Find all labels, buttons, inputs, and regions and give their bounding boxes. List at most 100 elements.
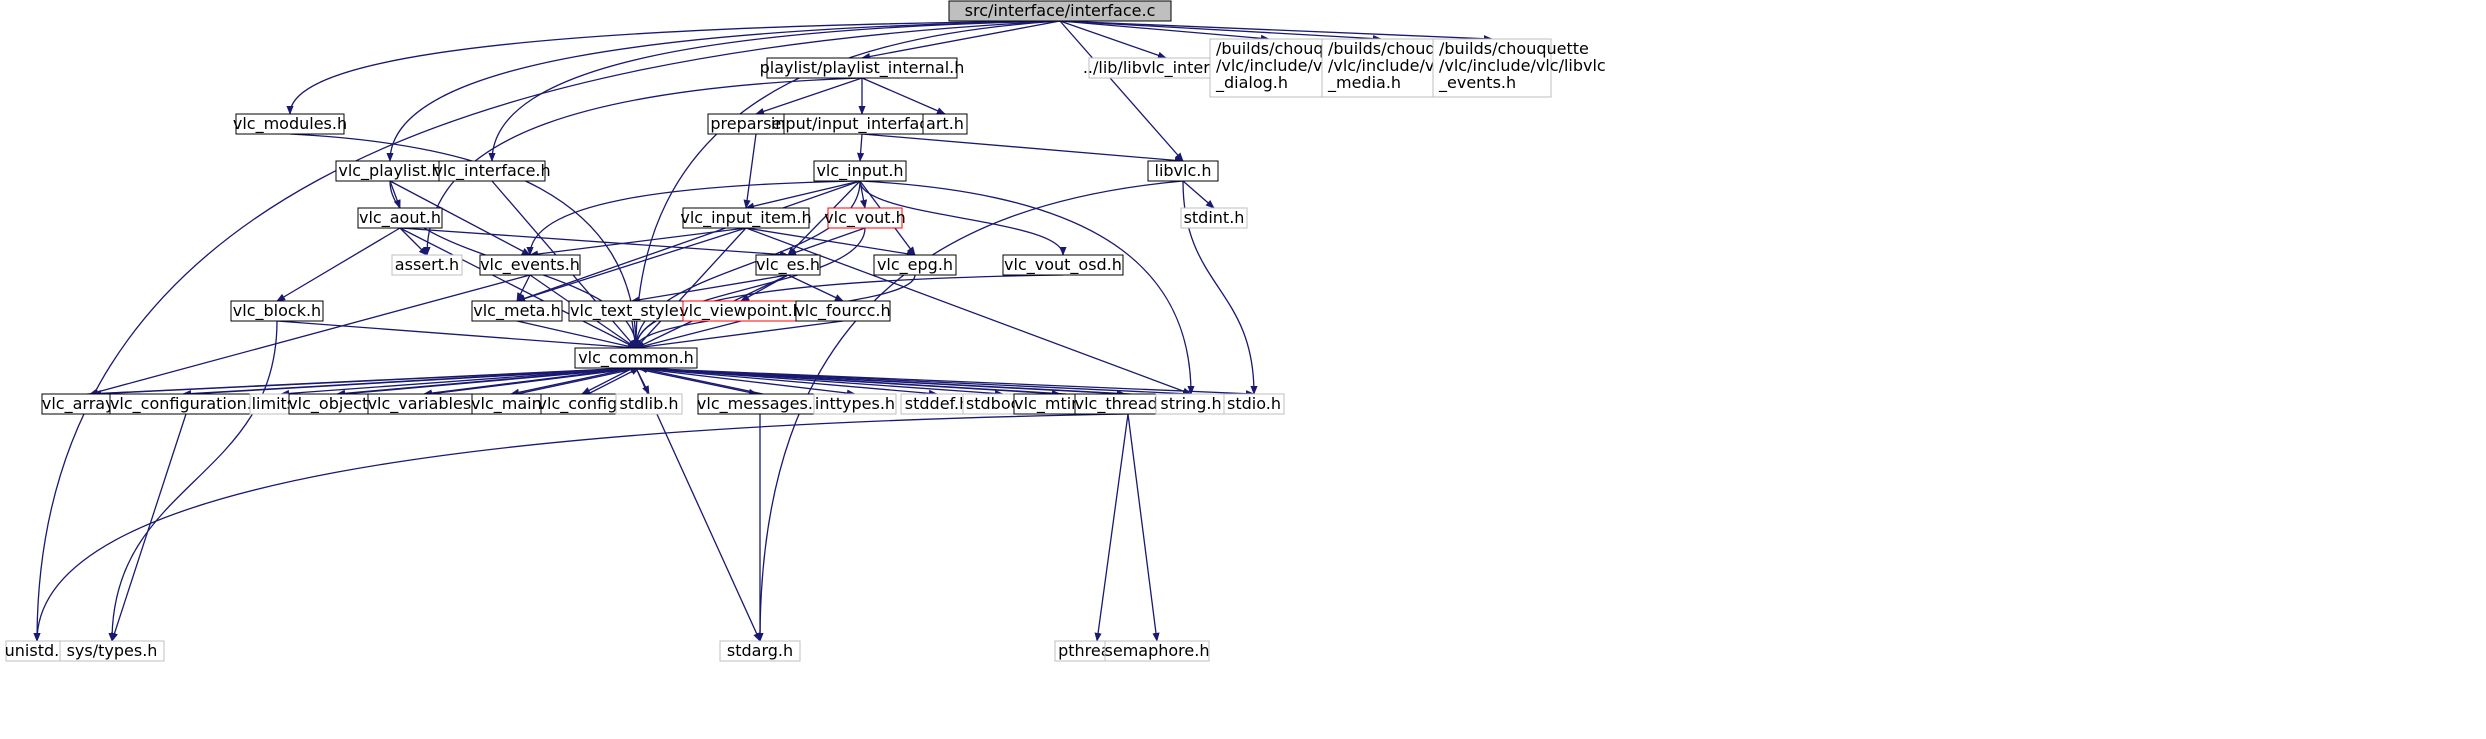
node-box	[391, 254, 463, 276]
edge-playlist-internal-to-preparser	[755, 77, 863, 115]
node-assert: assert.h	[391, 254, 463, 276]
node-label: vlc_configuration.h	[110, 394, 262, 414]
edge-vlc-input-item-to-vlc-epg	[745, 227, 916, 258]
node-vlc-vout-osd[interactable]: vlc_vout_osd.h	[1002, 254, 1124, 276]
node-label: assert.h	[395, 255, 459, 274]
edge-vlc-vout-to-vlc-es	[787, 227, 866, 256]
node-vlc-epg[interactable]: vlc_epg.h	[873, 254, 957, 276]
node-vlc-modules[interactable]: vlc_modules.h	[233, 113, 347, 135]
node-label: vlc_fourcc.h	[795, 301, 890, 321]
node-label: string.h	[1160, 394, 1221, 413]
node-vlc-input[interactable]: vlc_input.h	[813, 160, 907, 182]
node-label: art.h	[926, 114, 964, 133]
node-box	[795, 300, 891, 322]
node-box	[438, 160, 546, 182]
node-label: vlc_common.h	[578, 348, 694, 368]
node-label: vlc_variables.h	[368, 394, 487, 414]
node-label: vlc_input_item.h	[680, 208, 811, 228]
edge-vlc-variables-to-vlc-common	[429, 365, 640, 395]
node-input-interface[interactable]: input/input_interface.h	[771, 113, 953, 135]
node-vlc-text-style[interactable]: vlc_text_style.h	[568, 300, 696, 322]
node-label: vlc_viewpoint.h	[679, 301, 803, 321]
edge-vlc-input-item-to-vlc-meta	[516, 227, 747, 302]
node-stddef: stddef.h	[900, 393, 974, 415]
node-label-line: _dialog.h	[1215, 73, 1288, 93]
node-vlc-events[interactable]: vlc_events.h	[479, 254, 581, 276]
node-box	[873, 254, 957, 276]
node-label: vlc_objects.h	[288, 394, 392, 414]
edge-vlc-common-to-stdio	[635, 367, 1255, 398]
edge-vlc-common-to-vlc-variables	[423, 367, 634, 397]
edge-input-interface-to-libvlc	[861, 133, 1184, 164]
node-vlc-viewpoint[interactable]: vlc_viewpoint.h	[679, 300, 803, 322]
node-vlc-messages[interactable]: vlc_messages.h	[697, 393, 823, 415]
node-preparser[interactable]: preparser.h	[707, 113, 805, 135]
node-vlc-input-item[interactable]: vlc_input_item.h	[680, 207, 812, 229]
edge-vlc-playlist-to-vlc-events	[389, 180, 531, 256]
edge-vlc-configuration-to-sys-types	[111, 413, 187, 642]
node-vlc-variables[interactable]: vlc_variables.h	[367, 393, 487, 415]
node-vlc-interface[interactable]: vlc_interface.h	[433, 160, 551, 182]
node-vlc-aout[interactable]: vlc_aout.h	[357, 207, 443, 229]
node-label-line: _media.h	[1327, 73, 1401, 93]
node-vlc-main[interactable]: vlc_main.h	[471, 393, 557, 415]
node-box	[1180, 207, 1248, 229]
node-stdlib: stdlib.h	[615, 393, 683, 415]
node-label: stdarg.h	[727, 641, 793, 660]
node-box	[230, 300, 324, 322]
node-label: vlc_epg.h	[877, 255, 953, 275]
node-box	[235, 113, 345, 135]
edge-vlc-common-to-vlc-messages	[632, 367, 758, 396]
node-vlc-es[interactable]: vlc_es.h	[755, 254, 821, 276]
node-label: unistd.h	[5, 641, 70, 660]
edge-preparser-to-vlc-input-item	[743, 133, 757, 209]
node-label: vlc_playlist.h	[338, 161, 441, 181]
node-label: vlc_aout.h	[359, 208, 441, 228]
edge-vlc-events-to-vlc-arrays	[89, 274, 531, 396]
node-box	[813, 393, 897, 415]
node-box	[766, 57, 958, 79]
node-vlc-config[interactable]: vlc_config.h	[538, 393, 633, 415]
edge-vlc-fourcc-to-vlc-common	[635, 320, 844, 351]
edge-vlc-es-to-vlc-fourcc	[787, 274, 844, 302]
edge-vlc-vout-osd-to-vlc-common	[632, 274, 1064, 349]
edge-vlc-modules-to-vlc-common	[289, 133, 640, 349]
node-label: inttypes.h	[815, 394, 895, 413]
node-vlc-vout[interactable]: vlc_vout.h	[824, 207, 906, 229]
node-libvlc-internal: ../lib/libvlc_internal.h	[1083, 57, 1249, 79]
node-stdarg: stdarg.h	[719, 640, 801, 662]
edge-libvlc-to-stdint	[1182, 180, 1215, 209]
node-root: src/interface/interface.c	[948, 0, 1172, 22]
node-string: string.h	[1155, 393, 1227, 415]
edge-vlc-common-to-stddef	[635, 367, 938, 397]
edge-input-interface-to-vlc-input	[857, 133, 865, 162]
node-playlist-internal[interactable]: playlist/playlist_internal.h	[760, 57, 965, 79]
node-vlc-block[interactable]: vlc_block.h	[230, 300, 324, 322]
node-sys-types: sys/types.h	[59, 640, 165, 662]
edge-root-to-vlc-playlist	[386, 20, 1061, 162]
node-vlc-common[interactable]: vlc_common.h	[574, 347, 698, 369]
edge-root-to-vlc-modules	[286, 20, 1061, 115]
node-label: vlc_vout.h	[824, 208, 906, 228]
edge-vlc-input-to-vlc-vout-osd	[859, 180, 1067, 256]
node-vlc-configuration[interactable]: vlc_configuration.h	[109, 393, 263, 415]
node-vlc-playlist[interactable]: vlc_playlist.h	[335, 160, 445, 182]
edge-root-to-libvlc-dialog	[1059, 20, 1270, 42]
edge-vlc-messages-to-vlc-common	[638, 366, 764, 395]
node-art[interactable]: art.h	[922, 113, 968, 135]
node-libvlc-events: /builds/chouquette/vlc/include/vlc/libvl…	[1432, 38, 1606, 98]
node-label: ../lib/libvlc_internal.h	[1083, 58, 1249, 78]
header-nodes: src/interface/interface.c unistd.h vlc_mod…	[5, 0, 1606, 662]
node-unistd: unistd.h	[5, 640, 70, 662]
node-label: vlc_events.h	[480, 255, 580, 275]
edge-vlc-aout-to-vlc-block	[276, 227, 401, 302]
node-label: stdlib.h	[619, 394, 678, 413]
node-libvlc[interactable]: libvlc.h	[1147, 160, 1219, 182]
node-label-line: /builds/chouquette	[1439, 39, 1589, 58]
node-vlc-fourcc[interactable]: vlc_fourcc.h	[795, 300, 891, 322]
node-box	[357, 207, 443, 229]
node-vlc-meta[interactable]: vlc_meta.h	[471, 300, 563, 322]
node-box	[1209, 38, 1329, 98]
node-vlc-threads[interactable]: vlc_threads.h	[1074, 393, 1182, 415]
